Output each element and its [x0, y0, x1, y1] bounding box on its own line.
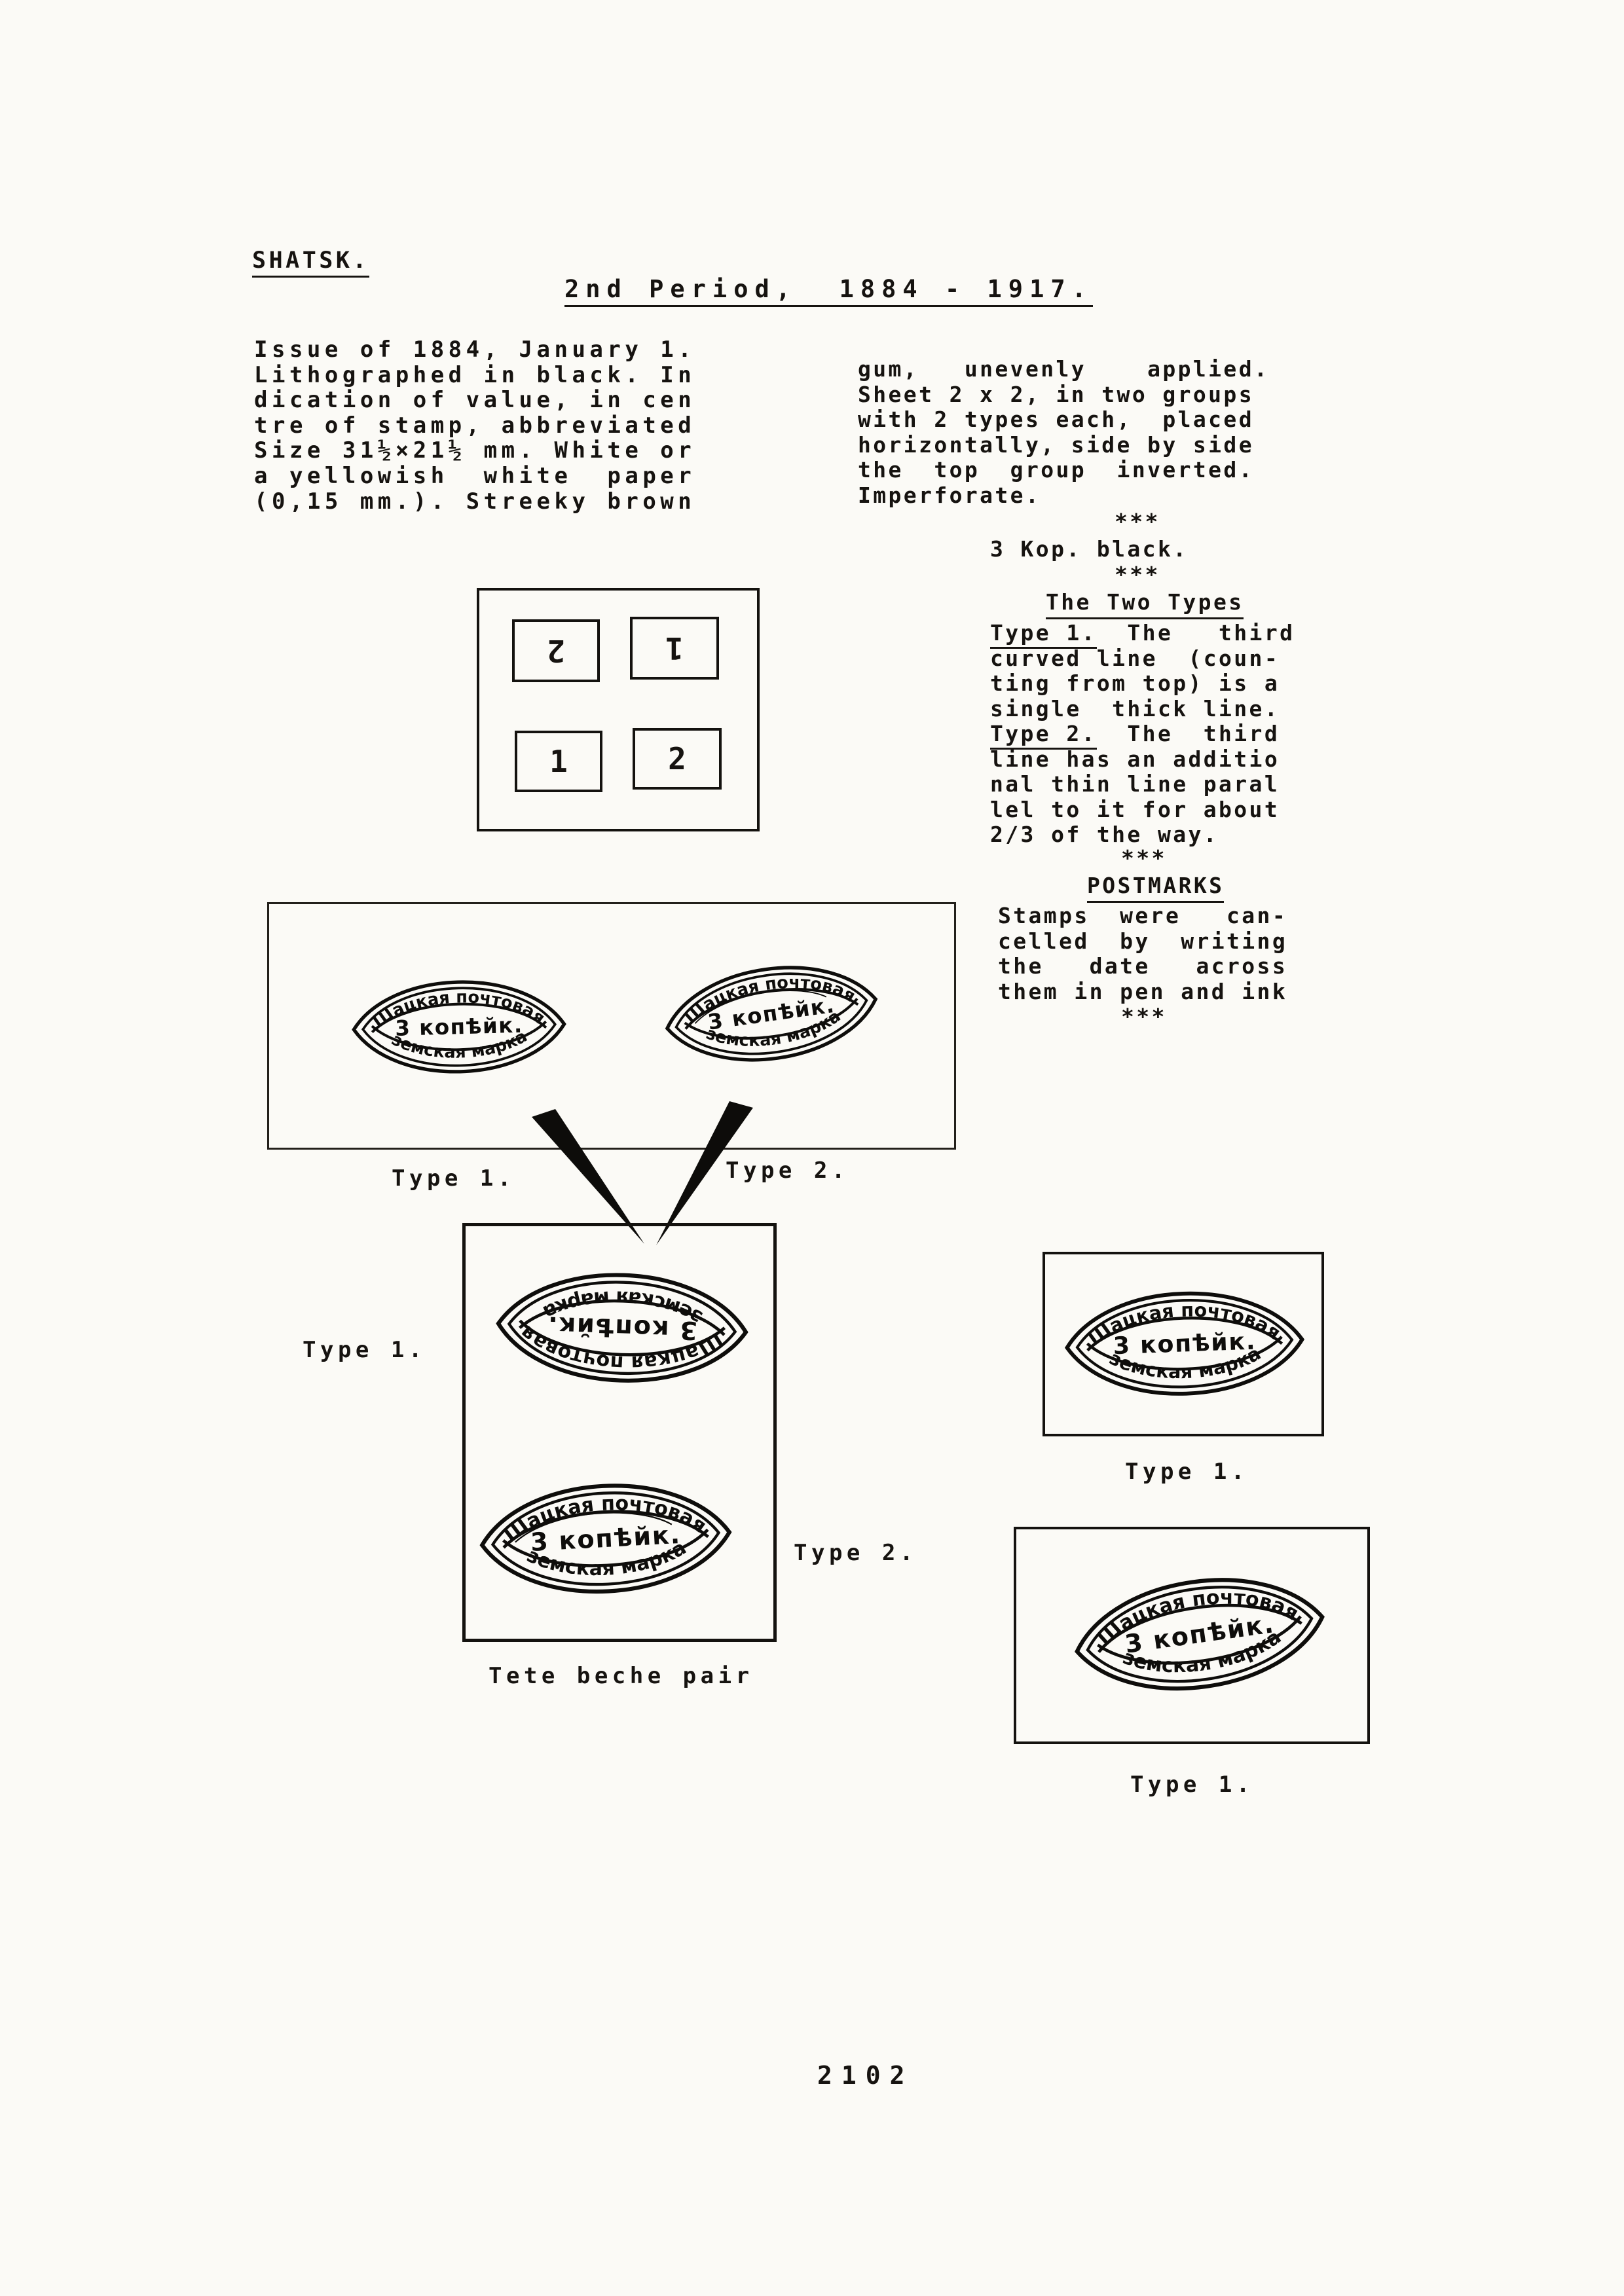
- type1-label: Type 1.: [990, 620, 1097, 649]
- stamp-middle-text: 3 копѣйк.: [395, 1013, 523, 1041]
- zemstvo-stamp-right-1: Шацкая почтовая 3 копѣйк. земская марка: [1064, 1291, 1305, 1396]
- stamp-wrapper: Шацкая почтовая 3 копѣйк. земская марка: [1059, 1539, 1340, 1729]
- caption-tete-type1: Type 1.: [303, 1337, 426, 1363]
- text-line: dication of value, in cen: [254, 387, 696, 414]
- caption-tete-beche-pair: Tete beche pair: [489, 1663, 754, 1689]
- zemstvo-stamp-tete-top: Шацкая почтовая 3 копѣйк. земская марка: [496, 1273, 748, 1383]
- text-line: them in pen and ink: [998, 978, 1288, 1004]
- type2-paragraph: Type 2. The third line has an additio na…: [990, 721, 1280, 848]
- stamp-box-right-1: Шацкая почтовая 3 копѣйк. земская марка: [1043, 1252, 1324, 1436]
- caption-right2-type1: Type 1.: [1130, 1772, 1254, 1798]
- stamp-type2-wrapper: Шацкая почтовая 3 копѣйк. земская марка: [652, 933, 891, 1094]
- caption-type1: Type 1.: [392, 1165, 515, 1192]
- text-line: the top group inverted.: [858, 457, 1254, 483]
- postmarks-heading: POSTMARKS: [1087, 873, 1225, 903]
- text-line: Issue of 1884, January 1.: [254, 337, 696, 363]
- sheet-cell-number-inverted: 1: [665, 630, 684, 666]
- two-types-heading: The Two Types: [1046, 589, 1244, 619]
- text-line: curved line (coun-: [990, 645, 1280, 671]
- text-line: Sheet 2 x 2, in two groups: [858, 381, 1254, 407]
- tete-beche-box: Шацкая почтовая 3 копѣйк. земская марка …: [462, 1223, 777, 1642]
- text-line: single thick line.: [990, 695, 1280, 721]
- sheet-layout-diagram: 2 1 1 2: [477, 588, 760, 831]
- text-line: ting from top) is a: [990, 670, 1280, 697]
- right-column-intro: gum, unevenly applied. Sheet 2 x 2, in t…: [858, 356, 1270, 509]
- sheet-cell: 2: [633, 728, 722, 790]
- zemstvo-stamp-type1: Шацкая почтовая 3 копѣйк. земская марка: [352, 980, 566, 1074]
- text-line: a yellowish white paper: [254, 462, 696, 489]
- stamp-middle-text: 3 копѣйк.: [546, 1310, 697, 1344]
- type1-paragraph: Type 1. The third curved line (coun- tin…: [990, 620, 1295, 721]
- zemstvo-stamp-type2: Шацкая почтовая 3 копѣйк. земская марка: [665, 962, 878, 1062]
- sheet-cell-number: 2: [668, 741, 686, 776]
- stamp-inverted-wrapper: Шацкая почтовая 3 копѣйк. земская марка: [489, 1246, 756, 1410]
- star-separator: ***: [1115, 562, 1160, 587]
- text-line: nal thin line paral: [990, 771, 1280, 797]
- postmarks-paragraph: Stamps were can- celled by writing the d…: [998, 903, 1287, 1004]
- caption-type2: Type 2.: [726, 1157, 849, 1184]
- text-line: horizontally, side by side: [858, 431, 1254, 458]
- zemstvo-stamp-tete-bottom: Шацкая почтовая 3 копѣйк. земская марка: [479, 1484, 732, 1594]
- text-line: the date across: [998, 953, 1288, 979]
- period-heading: 2nd Period, 1884 - 1917.: [564, 275, 1093, 307]
- text-line: (0,15 mm.). Streeky brown: [254, 488, 696, 515]
- type2-label: Type 2.: [990, 721, 1097, 750]
- text-line: 2/3 of the way.: [990, 822, 1219, 848]
- stamp-wrapper: Шацкая почтовая 3 копѣйк. земская марка: [1058, 1266, 1312, 1421]
- text-line: Size 31½×21½ mm. White or: [254, 437, 696, 464]
- stamp-type1-wrapper: Шацкая почтовая 3 копѣйк. земская марка: [346, 958, 572, 1096]
- caption-right1-type1: Type 1.: [1125, 1459, 1249, 1485]
- types-illustration-box: Шацкая почтовая 3 копѣйк. земская марка …: [267, 902, 956, 1150]
- star-separator: ***: [1115, 509, 1160, 534]
- text-line: celled by writing: [998, 928, 1288, 954]
- text-line: Imperforate.: [858, 482, 1041, 508]
- text-line: line has an additio: [990, 746, 1280, 772]
- text-line: Stamps were can-: [998, 903, 1288, 928]
- stamp-box-right-2: Шацкая почтовая 3 копѣйк. земская марка: [1014, 1527, 1370, 1744]
- text-line: Type 2. The third: [990, 721, 1280, 750]
- sheet-cell: 2: [512, 619, 600, 682]
- text-line: with 2 types each, placed: [858, 407, 1254, 433]
- sheet-cell: 1: [630, 617, 719, 680]
- type2-rest: The third: [1096, 721, 1280, 746]
- star-separator: ***: [1121, 845, 1167, 871]
- value-line: 3 Kop. black.: [990, 536, 1189, 562]
- section-title-shatsk: SHATSK.: [252, 247, 370, 278]
- sheet-cell: 1: [515, 731, 602, 792]
- caption-tete-type2: Type 2.: [794, 1540, 917, 1566]
- text-line: tre of stamp, abbreviated: [254, 412, 696, 439]
- type1-rest: The third: [1096, 620, 1295, 646]
- text-line: Type 1. The third: [990, 620, 1295, 649]
- text-line: gum, unevenly applied.: [858, 356, 1270, 382]
- text-line: lel to it for about: [990, 796, 1280, 822]
- sheet-cell-number: 1: [549, 744, 568, 779]
- zemstvo-stamp-right-2: Шацкая почтовая 3 копѣйк. земская марка: [1075, 1574, 1325, 1691]
- star-separator: ***: [1121, 1004, 1167, 1029]
- page-number: 2102: [817, 2061, 914, 2090]
- left-column: Issue of 1884, January 1. Lithographed i…: [254, 337, 695, 514]
- stamp-upright-wrapper: Шацкая почтовая 3 копѣйк. земская марка: [471, 1455, 741, 1623]
- sheet-cell-number-inverted: 2: [547, 633, 565, 668]
- stamp-middle-text: 3 копѣйк.: [1113, 1327, 1257, 1360]
- text-line: Lithographed in black. In: [254, 361, 696, 388]
